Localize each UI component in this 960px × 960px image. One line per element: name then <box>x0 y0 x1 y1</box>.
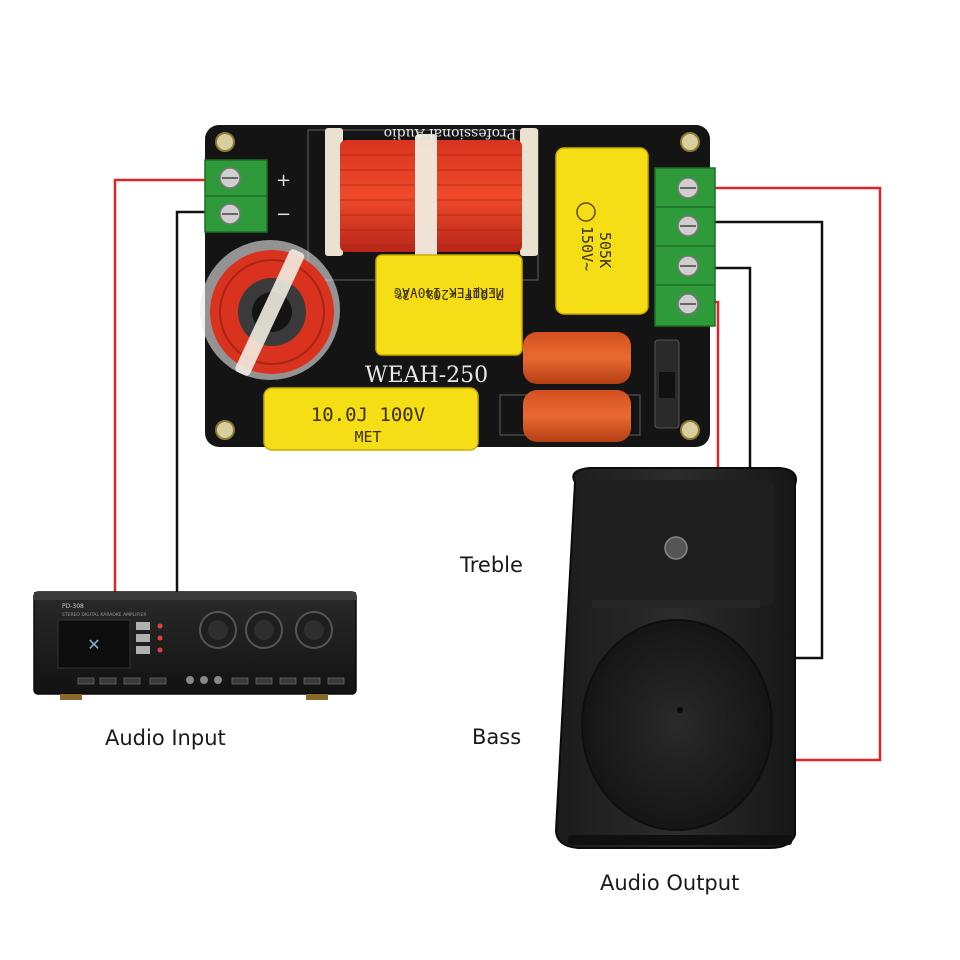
svg-text:+: + <box>276 170 291 191</box>
input-positive-wire <box>113 178 228 592</box>
capacitor-7uf: MERITEK 140VAC 7.0µF +20% -2% <box>375 254 523 356</box>
board-model: WEAH-250 <box>365 363 488 388</box>
toroid-inductor <box>200 240 340 380</box>
air-core-inductor <box>325 128 538 258</box>
amplifier-subtitle: STEREO DIGITAL KARAOKE AMPLIFIER <box>62 612 146 618</box>
svg-text:✕: ✕ <box>87 635 100 654</box>
treble-label: Treble <box>459 553 523 577</box>
woofer-grille <box>581 619 773 831</box>
board-top-text: Professional Audio <box>384 125 517 141</box>
capacitor-505k-label-1: 505K <box>596 232 614 268</box>
audio-input-label: Audio Input <box>105 726 226 750</box>
orange-capacitor-1 <box>523 332 631 384</box>
crossover-board: Professional Audio + − <box>200 125 716 451</box>
amplifier-model: PD-308 <box>62 603 84 610</box>
bass-label: Bass <box>472 725 521 749</box>
speaker-cabinet <box>554 467 797 849</box>
tweeter <box>664 536 688 560</box>
capacitor-10uf-label-2: MET <box>354 428 381 446</box>
capacitor-10uf: 10.0J 100V MET <box>263 387 479 451</box>
bass-positive-wire <box>690 186 882 762</box>
capacitor-505k-label-2: 150V~ <box>578 226 596 271</box>
audio-output-label: Audio Output <box>600 871 739 895</box>
capacitor-10uf-label-1: 10.0J 100V <box>311 404 425 426</box>
mount-hole <box>215 132 235 152</box>
svg-text:−: − <box>276 204 291 225</box>
mount-hole <box>215 420 235 440</box>
karaoke-amplifier: PD-308 STEREO DIGITAL KARAOKE AMPLIFIER … <box>33 591 357 700</box>
capacitor-505k: 505K 150V~ <box>555 147 649 315</box>
orange-capacitor-2 <box>523 390 631 442</box>
mount-hole <box>680 132 700 152</box>
capacitor-7uf-label-2: 7.0µF +20% -2% <box>394 286 504 301</box>
capacitor-7uf-label-1: MERITEK 140VAC <box>394 284 504 299</box>
input-terminal-block: + − <box>204 159 291 233</box>
slide-switch[interactable] <box>654 339 680 429</box>
output-terminal-block <box>654 167 716 327</box>
amplifier-display <box>57 619 131 669</box>
mount-hole <box>680 420 700 440</box>
